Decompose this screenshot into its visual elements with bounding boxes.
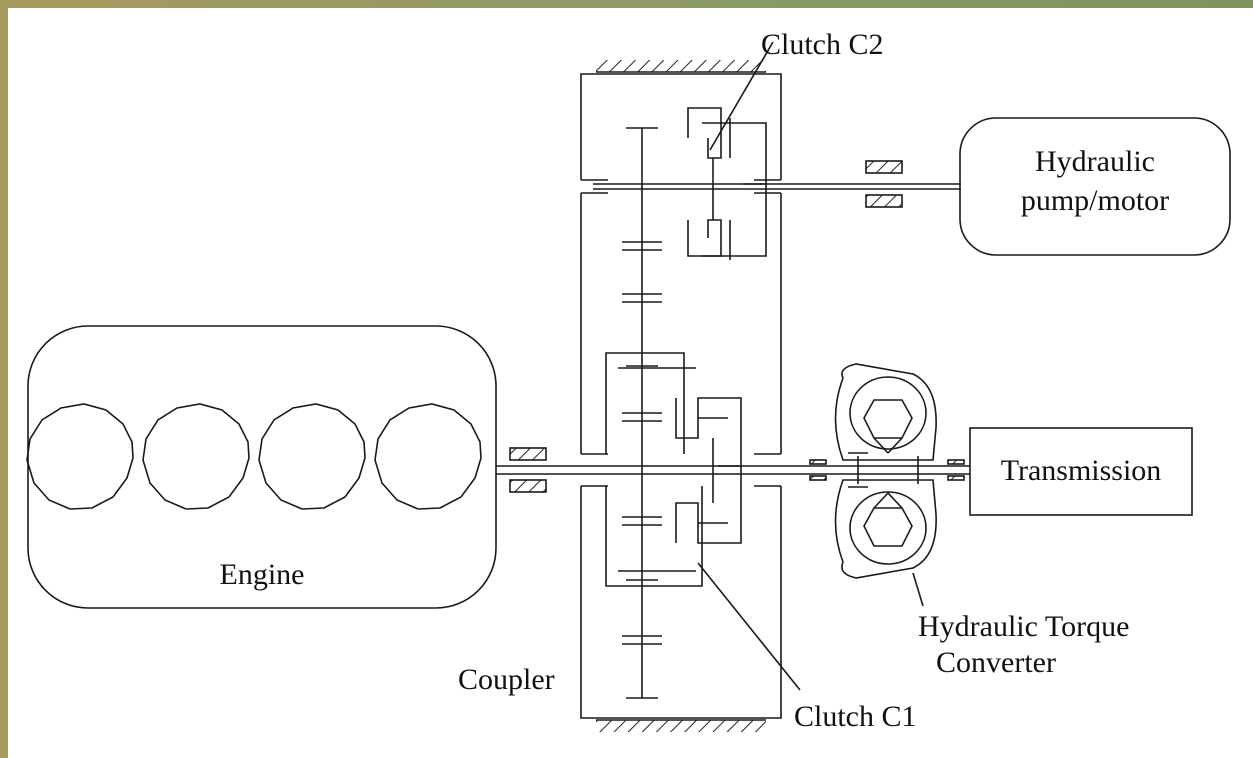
leader-torque-converter: [912, 572, 924, 607]
ground-hatch-bottom: [596, 720, 766, 732]
coupler-housing: [580, 60, 782, 732]
label-clutch-c2: Clutch C2: [761, 28, 884, 61]
powertrain-schematic: Clutch C2 Hydraulic pump/motor Engine Tr…: [26, 28, 1231, 733]
engine-outline: [27, 325, 497, 609]
clutch-c1: [605, 352, 742, 587]
torque-converter: [834, 363, 937, 579]
label-transmission: Transmission: [1001, 454, 1162, 487]
label-torque-converter-line1: Hydraulic Torque: [918, 610, 1129, 643]
engine-cylinder-4: [374, 403, 482, 510]
transmission-box: [969, 427, 1193, 516]
engine-cylinder-3: [258, 403, 366, 510]
diagram-canvas: Clutch C2 Hydraulic pump/motor Engine Tr…: [8, 8, 1253, 758]
coupler-housing-upper: [580, 73, 782, 180]
engine-cylinder-2: [142, 403, 250, 510]
label-torque-converter-line2: Converter: [936, 646, 1056, 679]
coupler-housing-lower: [580, 486, 782, 719]
ground-hatch-top: [596, 60, 766, 72]
clutch-c2: [687, 107, 767, 260]
engine-cylinder-1: [26, 403, 134, 510]
engine-coupling-upper: [509, 447, 547, 461]
label-coupler: Coupler: [458, 663, 555, 696]
leader-clutch-c1: [697, 562, 801, 691]
label-hydraulic-pump-line2: pump/motor: [1021, 184, 1169, 217]
pump-coupling-lower: [865, 194, 903, 208]
label-hydraulic-pump-line1: Hydraulic: [1035, 145, 1155, 178]
pump-coupling-upper: [865, 160, 903, 174]
leader-clutch-c2: [709, 41, 774, 151]
engine-coupling-lower: [509, 479, 547, 493]
hydraulic-pump-motor-box: [959, 117, 1231, 256]
label-engine: Engine: [220, 558, 305, 591]
label-clutch-c1: Clutch C1: [794, 700, 917, 733]
gear-train: [622, 127, 662, 699]
engine-block: [26, 325, 497, 609]
